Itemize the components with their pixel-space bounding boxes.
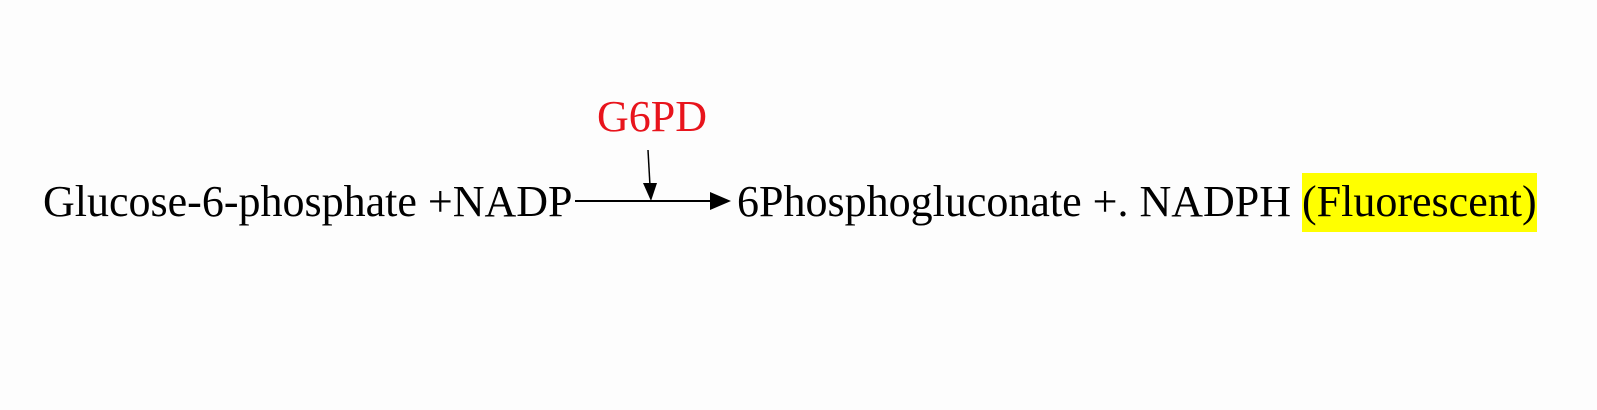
enzyme-arrowhead (643, 183, 657, 201)
enzyme-label: G6PD (597, 92, 708, 141)
substrates-label: Glucose-6-phosphate +NADP (43, 177, 573, 226)
fluorescent-highlight: (Fluorescent) (1302, 173, 1537, 232)
products-line: 6Phosphogluconate +. NADPH (Fluorescent) (737, 173, 1537, 232)
products-label: 6Phosphogluconate +. NADPH (737, 177, 1303, 226)
enzyme-arrow-line (647, 149, 651, 187)
reaction-arrowhead (710, 192, 731, 210)
